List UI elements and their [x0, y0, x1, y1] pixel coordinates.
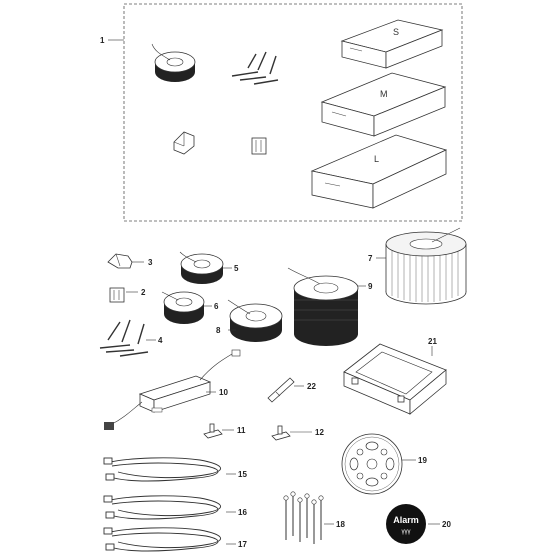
- kit-coupler-icon: [251, 137, 267, 155]
- part-2-coupler-icon: [109, 287, 125, 303]
- part-22-number: 22: [307, 382, 316, 391]
- part-20-number: 20: [442, 520, 451, 529]
- part-15-cable-icon: [103, 457, 221, 482]
- box-s-label: S: [393, 27, 399, 37]
- kit-number: 1: [100, 36, 105, 45]
- part-16-number: 16: [238, 508, 247, 517]
- kit-coil-icon: [151, 43, 196, 82]
- part-4-number: 4: [158, 336, 163, 345]
- part-9-spool-icon: [287, 267, 359, 346]
- part-8-coil-icon: [227, 299, 283, 342]
- part-7-number: 7: [368, 254, 373, 263]
- part-17-cable-icon: [103, 527, 221, 552]
- part-16-cable-icon: [103, 495, 221, 520]
- part-17-number: 17: [238, 540, 247, 549]
- part-4-pegs-icon: [99, 319, 149, 357]
- part-3-number: 3: [148, 258, 153, 267]
- part-5-number: 5: [234, 264, 239, 273]
- part-5-coil-icon: [179, 251, 224, 284]
- kit-pegs-icon: [231, 51, 279, 85]
- box-m-label: M: [380, 89, 388, 99]
- part-12-number: 12: [315, 428, 324, 437]
- part-19-number: 19: [418, 456, 427, 465]
- part-10-number: 10: [219, 388, 228, 397]
- part-6-number: 6: [214, 302, 219, 311]
- box-l: L: [310, 134, 448, 209]
- part-18-screws-icon: [283, 491, 324, 544]
- part-18-number: 18: [336, 520, 345, 529]
- box-l-label: L: [374, 154, 379, 164]
- part-19-disc-icon: [341, 433, 403, 495]
- part-9-number: 9: [368, 282, 373, 291]
- part-6-coil-icon: [161, 291, 205, 324]
- part-21-number: 21: [428, 337, 437, 346]
- part-22-pin-icon: [267, 377, 295, 403]
- kit-connector-icon: [173, 131, 195, 155]
- box-s: S: [340, 19, 444, 69]
- part-11-number: 11: [237, 426, 246, 435]
- part-21-case-icon: [343, 343, 447, 415]
- part-11-clip-icon: [203, 423, 223, 439]
- part-8-number: 8: [216, 326, 221, 335]
- part-2-number: 2: [141, 288, 146, 297]
- kit-frame: [123, 3, 463, 222]
- part-10-power-supply-icon: [104, 349, 241, 430]
- box-m: M: [320, 72, 447, 137]
- svg-text:үүү: үүү: [402, 529, 411, 535]
- part-7-wire-roll-icon: [385, 227, 467, 305]
- part-3-connector-icon: [107, 253, 133, 269]
- part-15-number: 15: [238, 470, 247, 479]
- part-20-alarm-logo: Alarm үүү: [386, 504, 426, 544]
- part-12-clip-icon: [271, 425, 291, 441]
- svg-text:Alarm: Alarm: [393, 515, 419, 525]
